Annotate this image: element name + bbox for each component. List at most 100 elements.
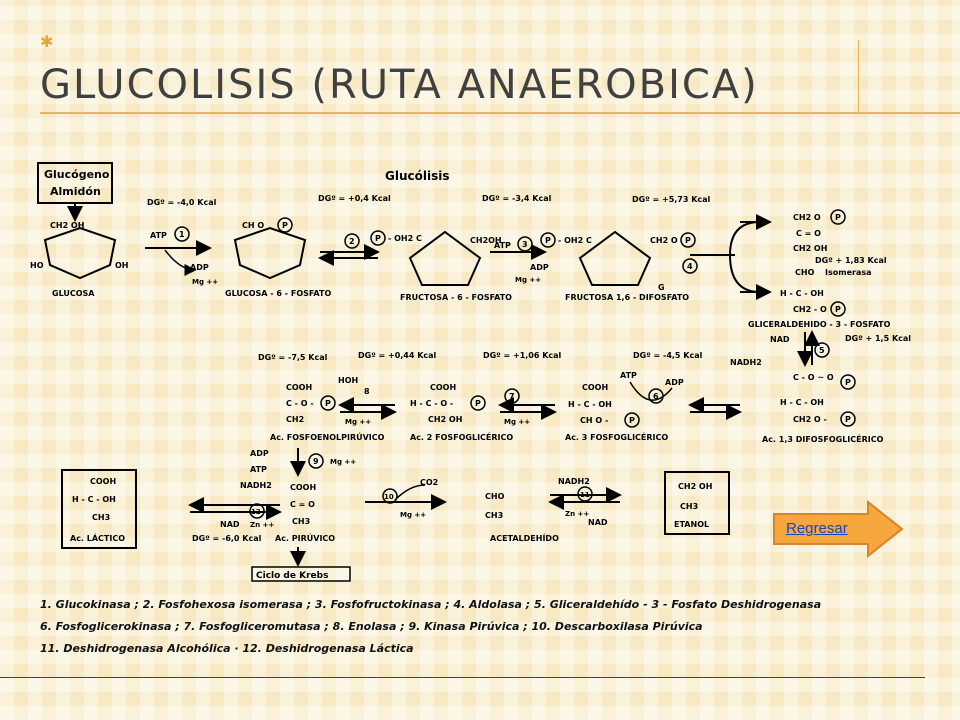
dg-8: DGº = +0,44 Kcal <box>358 351 437 360</box>
svg-text:P: P <box>475 399 481 408</box>
svg-text:P: P <box>282 221 288 230</box>
dg-2: DGº = +0,4 Kcal <box>318 194 391 203</box>
svg-text:H - C - OH: H - C - OH <box>568 400 612 409</box>
svg-text:NADH2: NADH2 <box>730 358 762 367</box>
dg-6: DGº + 1,5 Kcal <box>845 334 911 343</box>
svg-text:P: P <box>375 234 381 243</box>
svg-text:1: 1 <box>179 230 185 239</box>
svg-text:ADP: ADP <box>250 449 269 458</box>
svg-text:P: P <box>835 213 841 222</box>
svg-text:P: P <box>835 305 841 314</box>
svg-text:CH2 OH: CH2 OH <box>428 415 462 424</box>
dg-1: DGº = -4,0 Kcal <box>147 198 217 207</box>
svg-text:H - C - O -: H - C - O - <box>410 399 453 408</box>
label-pg2: Ac. 2 FOSFOGLICÉRICO <box>410 431 513 442</box>
svg-text:CH2: CH2 <box>286 415 304 424</box>
svg-text:Mg ++: Mg ++ <box>330 458 356 466</box>
glucose-ring <box>43 226 117 280</box>
legend-line-1: 1. Glucokinasa ; 2. Fosfohexosa isomeras… <box>40 598 822 611</box>
svg-text:COOH: COOH <box>430 383 456 392</box>
svg-text:C - O -: C - O - <box>286 399 314 408</box>
svg-text:ADP: ADP <box>530 263 549 272</box>
svg-text:CH2 O: CH2 O <box>793 213 821 222</box>
svg-text:12: 12 <box>251 508 261 516</box>
svg-text:ATP: ATP <box>250 465 267 474</box>
label-lactico: Ac. LÁCTICO <box>70 532 125 543</box>
svg-text:NAD: NAD <box>588 518 608 527</box>
dg-4: DGº = +5,73 Kcal <box>632 195 711 204</box>
svg-text:C - O ~ O: C - O ~ O <box>793 373 834 382</box>
svg-text:Mg ++: Mg ++ <box>400 511 426 519</box>
svg-text:H - C - OH: H - C - OH <box>780 289 824 298</box>
label-glucosa: GLUCOSA <box>52 289 95 298</box>
dg-10: DGº = -4,5 Kcal <box>633 351 703 360</box>
svg-text:CH3: CH3 <box>92 513 110 522</box>
bottom-divider <box>0 677 925 678</box>
svg-text:6: 6 <box>653 392 659 401</box>
regresar-button[interactable]: Regresar <box>772 499 904 559</box>
svg-text:COOH: COOH <box>90 477 116 486</box>
svg-text:COOH: COOH <box>290 483 316 492</box>
arrow-right-icon <box>773 499 904 559</box>
dg-5: DGº + 1,83 Kcal <box>815 256 887 265</box>
svg-text:ADP: ADP <box>190 263 209 272</box>
svg-text:4: 4 <box>687 262 693 271</box>
svg-text:G: G <box>658 283 665 292</box>
f6p-ring <box>408 230 482 286</box>
svg-text:CH2 OH: CH2 OH <box>50 221 84 230</box>
svg-text:CHO: CHO <box>795 268 815 277</box>
svg-text:5: 5 <box>819 346 825 355</box>
svg-text:CH2 O: CH2 O <box>650 236 678 245</box>
svg-text:ATP: ATP <box>150 231 167 240</box>
svg-text:NADH2: NADH2 <box>558 477 590 486</box>
svg-text:CH2 O -: CH2 O - <box>793 415 827 424</box>
svg-text:7: 7 <box>509 392 515 401</box>
label-f16: FRUCTOSA 1,6 - DIFOSFATO <box>565 293 689 302</box>
svg-text:CH2 - O: CH2 - O <box>793 305 827 314</box>
svg-text:P: P <box>325 399 331 408</box>
svg-text:Zn ++: Zn ++ <box>250 521 274 529</box>
ethanol-box <box>664 471 730 535</box>
svg-text:CO2: CO2 <box>420 478 438 487</box>
label-g3p: GLICERALDEHIDO - 3 - FOSFATO <box>748 320 891 329</box>
krebs-box <box>251 566 351 582</box>
svg-text:P: P <box>845 378 851 387</box>
svg-text:P: P <box>685 236 691 245</box>
title-divider <box>40 112 960 114</box>
label-piruvico: Ac. PIRÚVICO <box>275 532 335 543</box>
svg-text:H - C - OH: H - C - OH <box>72 495 116 504</box>
svg-text:ADP: ADP <box>665 378 684 387</box>
svg-text:CH3: CH3 <box>292 517 310 526</box>
svg-text:HOH: HOH <box>338 376 358 385</box>
diagram-heading: Glucólisis <box>385 169 450 183</box>
legend-line-2: 6. Fosfoglicerokinasa ; 7. Fosfoglicerom… <box>40 620 703 633</box>
svg-text:CHO: CHO <box>485 492 505 501</box>
svg-text:CH3: CH3 <box>485 511 503 520</box>
svg-text:Isomerasa: Isomerasa <box>825 268 872 277</box>
corner-decoration-icon: ✱ <box>40 32 54 51</box>
svg-text:ATP: ATP <box>494 241 511 250</box>
label-pep: Ac. FOSFOENOLPIRÚVICO <box>270 431 385 442</box>
svg-text:10: 10 <box>384 493 394 501</box>
svg-text:CH3: CH3 <box>680 502 698 511</box>
svg-text:2: 2 <box>349 237 355 246</box>
svg-text:8: 8 <box>364 387 370 396</box>
svg-text:Zn ++: Zn ++ <box>565 510 589 518</box>
svg-text:11: 11 <box>580 491 590 499</box>
svg-text:P: P <box>629 416 635 425</box>
svg-text:CH2OH: CH2OH <box>470 236 502 245</box>
svg-text:3: 3 <box>522 240 528 249</box>
regresar-label: Regresar <box>786 520 848 537</box>
svg-text:ATP: ATP <box>620 371 637 380</box>
label-pg3: Ac. 3 FOSFOGLICÉRICO <box>565 431 668 442</box>
svg-text:- OH2 C: - OH2 C <box>388 234 422 243</box>
label-g6p: GLUCOSA - 6 - FOSFATO <box>225 289 331 298</box>
svg-text:C = O: C = O <box>796 229 821 238</box>
svg-text:COOH: COOH <box>582 383 608 392</box>
svg-text:Mg ++: Mg ++ <box>515 276 541 284</box>
svg-text:P: P <box>545 236 551 245</box>
f16-ring <box>578 230 652 286</box>
svg-text:H - C - OH: H - C - OH <box>780 398 824 407</box>
svg-text:CH2 OH: CH2 OH <box>793 244 827 253</box>
dg-7: DGº = -7,5 Kcal <box>258 353 328 362</box>
